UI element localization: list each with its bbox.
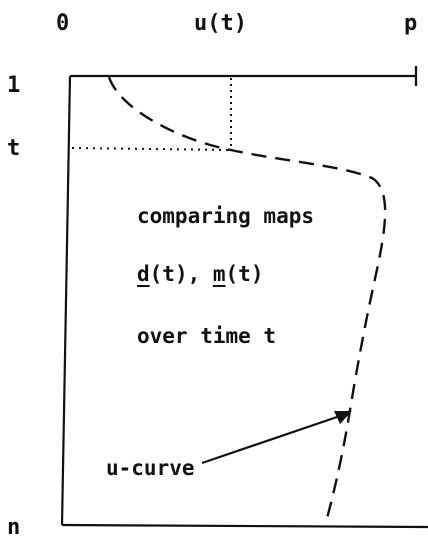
left-axis-label-n: n: [7, 515, 20, 540]
u-curve: [107, 76, 387, 523]
annotation-d-symbol: d: [137, 262, 150, 286]
annotation-line-2-part-1: (t),: [150, 262, 213, 286]
annotation-line-2-part-2: (t): [226, 262, 264, 286]
left-axis-label-one: 1: [7, 73, 20, 98]
bottom-axis-line: [61, 523, 428, 529]
top-axis-label-ut: u(t): [194, 11, 247, 36]
annotation-line-3: over time t: [137, 324, 276, 348]
annotation-m-symbol: m: [213, 262, 226, 286]
annotation-line-2: d(t), m(t): [137, 262, 263, 286]
left-axis-line: [60, 75, 72, 526]
u-curve-arrow-shaft: [201, 414, 341, 465]
dotted-horizontal-guide: [71, 147, 232, 151]
top-axis-label-zero: 0: [56, 11, 69, 36]
annotation-line-1: comparing maps: [137, 204, 314, 228]
u-curve-arrow-head: [334, 411, 352, 424]
left-axis-label-t: t: [7, 136, 20, 161]
top-axis-label-p: p: [404, 11, 417, 36]
u-curve-label: u-curve: [106, 456, 195, 480]
